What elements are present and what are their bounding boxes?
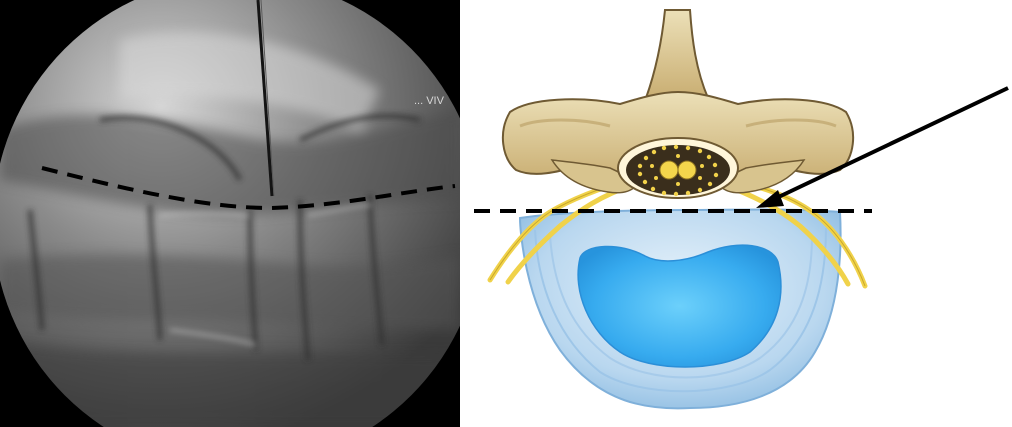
vertebra-svg xyxy=(460,0,1012,427)
xray-field xyxy=(0,0,460,427)
spinous-process xyxy=(646,10,708,98)
xray-overlay-label: ... VIV xyxy=(414,95,445,107)
intervertebral-disc xyxy=(520,210,841,409)
vertebra-diagram xyxy=(460,0,1012,427)
fluoroscopy-image: ... VIV xyxy=(0,0,460,427)
spinal-canal xyxy=(618,138,738,198)
fluoroscopy-svg: ... VIV xyxy=(0,0,460,427)
